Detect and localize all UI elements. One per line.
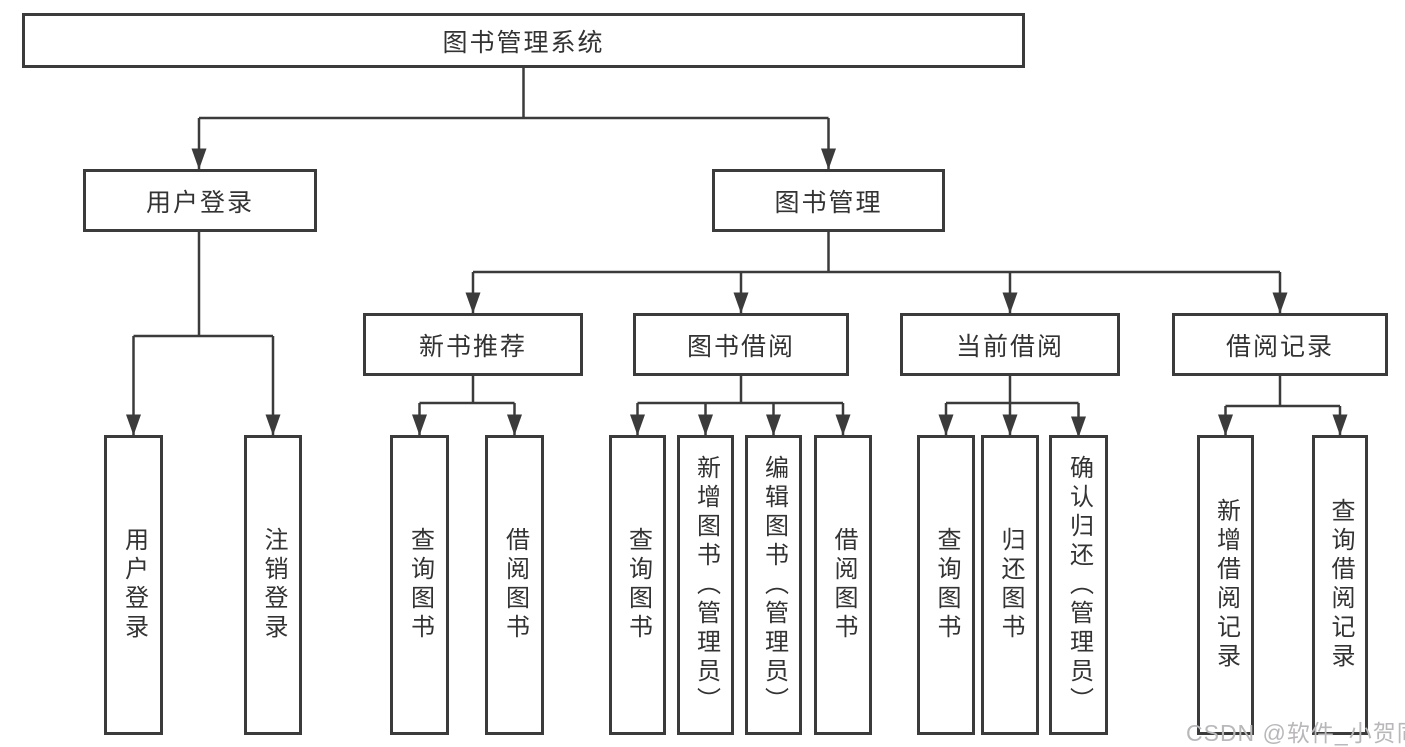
leaf-edit-books-admin: 编辑图书（管理员） [745, 435, 802, 735]
connector-book-mgmt [473, 232, 1280, 274]
leaf-confirm-return-admin: 确认归还（管理员） [1049, 435, 1108, 735]
node-book-management: 图书管理 [712, 169, 945, 232]
leaf-add-borrow-record: 新增借阅记录 [1197, 435, 1254, 735]
leaf-query-books-borrow: 查询图书 [609, 435, 666, 735]
connector-book-borrow [637, 376, 843, 405]
node-book-borrow: 图书借阅 [633, 313, 849, 376]
connector-user-login [133, 232, 273, 338]
leaf-return-books: 归还图书 [981, 435, 1039, 735]
csdn-watermark: CSDN @软件_小贺同学 [1186, 720, 1405, 746]
leaf-logout: 注销登录 [244, 435, 302, 735]
node-new-book-recommend: 新书推荐 [363, 313, 583, 376]
node-borrow-records: 借阅记录 [1172, 313, 1388, 376]
node-current-borrow: 当前借阅 [900, 313, 1120, 376]
connector-borrow-records [1225, 376, 1340, 408]
node-user-login: 用户登录 [83, 169, 317, 232]
leaf-query-books-current: 查询图书 [917, 435, 975, 735]
leaf-borrow-books-recommend: 借阅图书 [485, 435, 544, 735]
node-library-system: 图书管理系统 [22, 13, 1025, 68]
leaf-query-books-recommend: 查询图书 [390, 435, 449, 735]
leaf-user-login: 用户登录 [104, 435, 163, 735]
leaf-query-borrow-record: 查询借阅记录 [1312, 435, 1368, 735]
leaf-add-books-admin: 新增图书（管理员） [677, 435, 734, 735]
connector-new-books [419, 376, 515, 405]
leaf-borrow-books: 借阅图书 [814, 435, 872, 735]
connector-current-borrow [946, 376, 1079, 405]
connector-root [199, 68, 829, 120]
